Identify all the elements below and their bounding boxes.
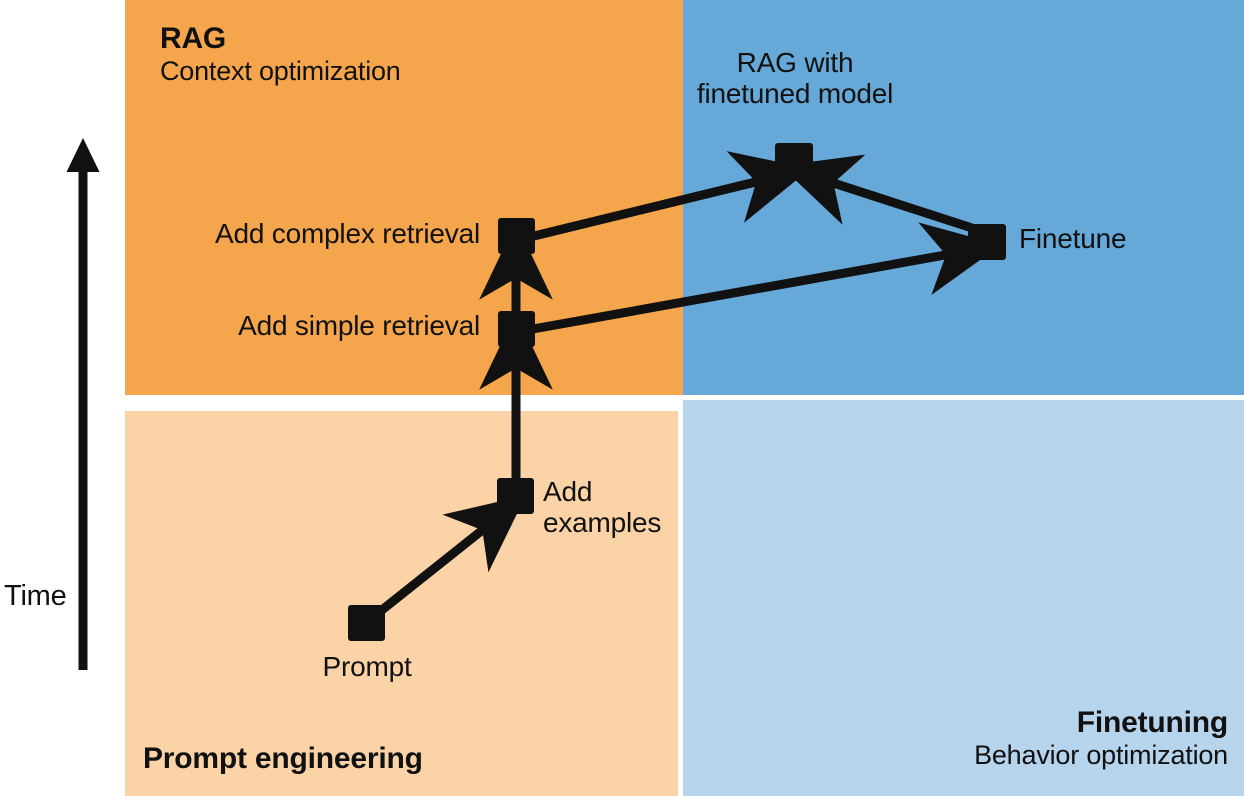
quadrant-title-finetuning: Finetuning	[1076, 706, 1228, 739]
quadrant-prompt-engineering	[125, 411, 678, 796]
node-rag-finetuned[interactable]	[775, 143, 813, 179]
node-add-simple-retrieval[interactable]	[498, 311, 535, 347]
up-arrow-icon	[66, 138, 100, 670]
node-prompt[interactable]	[348, 605, 385, 641]
node-label-rag-finetuned: RAG with finetuned model	[696, 47, 894, 109]
quadrant-label-prompt-engineering: Prompt engineering	[143, 742, 423, 776]
edge-finetune-to-rag-finetuned	[780, 154, 974, 233]
node-label-add-complex-retrieval: Add complex retrieval	[214, 218, 480, 249]
quadrant-label-finetuning: Finetuning Behavior optimization	[974, 706, 1228, 770]
node-add-examples[interactable]	[497, 478, 534, 514]
node-finetune[interactable]	[968, 224, 1006, 260]
quadrant-label-rag: RAG Context optimization	[160, 22, 401, 86]
node-label-add-simple-retrieval: Add simple retrieval	[238, 310, 480, 341]
edge-add-complex-to-rag-finetuned	[532, 151, 811, 241]
node-label-prompt: Prompt	[322, 651, 412, 682]
node-add-complex-retrieval[interactable]	[498, 218, 535, 254]
quadrant-subtitle-finetuning: Behavior optimization	[974, 739, 1228, 770]
quadrant-rag	[125, 0, 683, 395]
quadrant-finetuning	[683, 400, 1244, 796]
quadrant-title-rag: RAG	[160, 22, 227, 55]
quadrant-title-prompt-engineering: Prompt engineering	[143, 742, 423, 775]
edge-prompt-to-add-examples	[379, 495, 526, 614]
time-axis-arrow	[66, 138, 100, 670]
quadrant-subtitle-rag: Context optimization	[160, 55, 401, 86]
node-label-add-examples: Add examples	[543, 476, 662, 538]
node-label-finetune: Finetune	[1019, 223, 1127, 254]
time-axis-label: Time	[4, 580, 67, 612]
edge-add-simple-to-finetune	[532, 222, 1001, 334]
